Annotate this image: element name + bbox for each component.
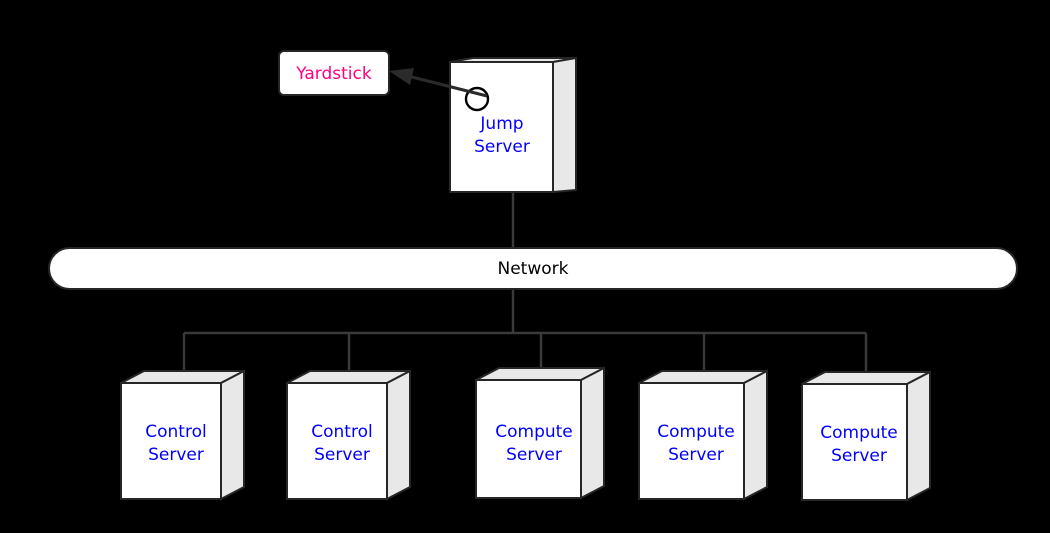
node-network[interactable]: Network: [48, 247, 1018, 290]
node-yardstick[interactable]: Yardstick: [278, 50, 390, 96]
compute-server-2-side-face: [743, 369, 768, 501]
compute-server-3-label-line1: Compute: [820, 423, 898, 443]
node-compute-server-1[interactable]: Compute Server: [475, 366, 605, 500]
jump-server-label-line2: Server: [474, 137, 530, 157]
compute-server-2-label-line2: Server: [668, 445, 724, 465]
control-server-1-label-line1: Control: [145, 422, 206, 442]
yardstick-box-shape: [278, 50, 390, 96]
control-server-2-label-line1: Control: [311, 422, 372, 442]
compute-server-3-label-line2: Server: [831, 446, 887, 466]
control-server-2-side-face: [386, 369, 411, 501]
compute-server-3-side-face: [906, 370, 931, 502]
jump-server-label-line1: Jump: [479, 114, 523, 134]
node-control-server-2[interactable]: Control Server: [286, 369, 411, 501]
compute-server-2-label-line1: Compute: [657, 422, 735, 442]
compute-server-1-front-face: [475, 379, 582, 499]
compute-server-2-front-face: [638, 382, 745, 500]
node-control-server-1[interactable]: Control Server: [120, 369, 245, 501]
yardstick-label: Yardstick: [295, 64, 372, 84]
connection-lines: [182, 192, 868, 372]
arrow-shaft: [407, 74, 488, 98]
compute-server-1-label-line1: Compute: [495, 422, 573, 442]
control-server-1-front-face: [120, 382, 222, 500]
arrow-jump-server-to-yardstick: [389, 68, 488, 98]
control-server-1-label-line2: Server: [148, 445, 204, 465]
control-server-1-side-face: [220, 369, 245, 501]
compute-server-1-label-line2: Server: [506, 445, 562, 465]
jump-server-side-face: [552, 56, 577, 194]
jump-server-front-face: [449, 61, 554, 193]
node-compute-server-3[interactable]: Compute Server: [801, 370, 931, 502]
compute-server-1-side-face: [580, 366, 605, 500]
control-server-2-front-face: [286, 382, 388, 500]
control-server-2-label-line2: Server: [314, 445, 370, 465]
compute-server-3-front-face: [801, 383, 908, 501]
network-pill-shape: [48, 247, 1018, 290]
network-label: Network: [498, 259, 569, 279]
node-compute-server-2[interactable]: Compute Server: [638, 369, 768, 501]
node-jump-server[interactable]: Jump Server: [449, 56, 577, 194]
arrow-head-icon: [389, 68, 414, 85]
